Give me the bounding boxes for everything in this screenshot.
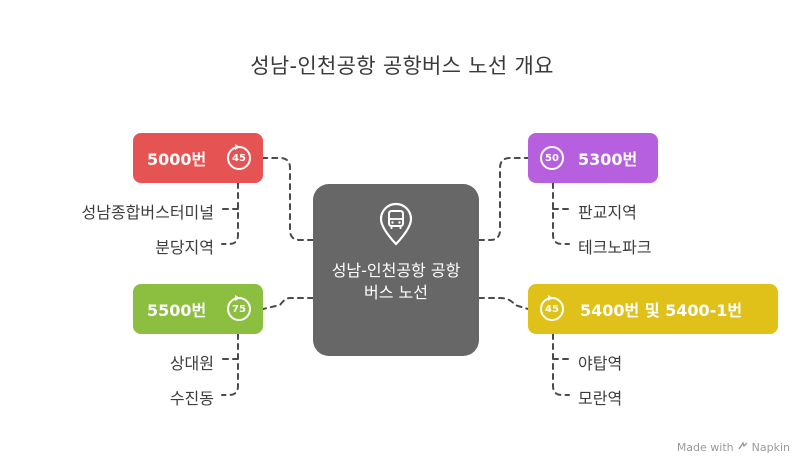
stop-5300-1: 판교지역 [578, 203, 637, 222]
route-5300-label: 5300번 [578, 150, 638, 169]
link-center-5500 [262, 297, 314, 310]
center-node: 성남-인천공항 공항버스 노선 [313, 184, 479, 356]
route-5500-box: 5500번 75 [133, 284, 263, 334]
link-5000-stops [221, 182, 239, 245]
napkin-credit[interactable]: Made with Napkin [677, 441, 790, 454]
stop-5000-2: 분당지역 [155, 238, 214, 257]
route-5400-label: 5400번 및 5400-1번 [580, 301, 743, 320]
stop-5500-2: 수진동 [169, 389, 214, 408]
stop-5400-1: 야탑역 [578, 354, 623, 373]
link-center-5000 [262, 157, 314, 241]
stop-5400-2: 모란역 [578, 389, 623, 408]
interval-50-icon: 50 [540, 146, 564, 170]
route-5400-box: 45 5400번 및 5400-1번 [528, 284, 778, 334]
bus-stop-pin-icon [376, 202, 416, 250]
link-center-5300 [478, 157, 529, 241]
link-5400-stops [552, 333, 570, 396]
stop-5500-1: 상대원 [169, 354, 214, 373]
interval-45-icon: 45 [540, 295, 564, 321]
link-5500-stops [221, 333, 239, 396]
stop-5300-2: 테크노파크 [578, 238, 652, 257]
link-5300-stops [552, 182, 570, 245]
link-center-5400 [478, 297, 529, 310]
interval-75-icon: 75 [227, 295, 251, 321]
route-5500-label: 5500번 [147, 301, 207, 320]
interval-45-icon: 45 [227, 144, 251, 170]
route-5300-box: 50 5300번 [528, 133, 658, 183]
center-label: 성남-인천공항 공항버스 노선 [331, 261, 461, 302]
napkin-logo-icon [738, 441, 748, 454]
stop-5000-1: 성남종합버스터미널 [81, 203, 214, 222]
credit-text: Made with [676, 441, 734, 454]
diagram-title: 성남-인천공항 공항버스 노선 개요 [250, 54, 554, 78]
route-5000-box: 5000번 45 [133, 133, 263, 183]
route-5000-label: 5000번 [147, 150, 207, 169]
credit-brand: Napkin [751, 441, 790, 454]
